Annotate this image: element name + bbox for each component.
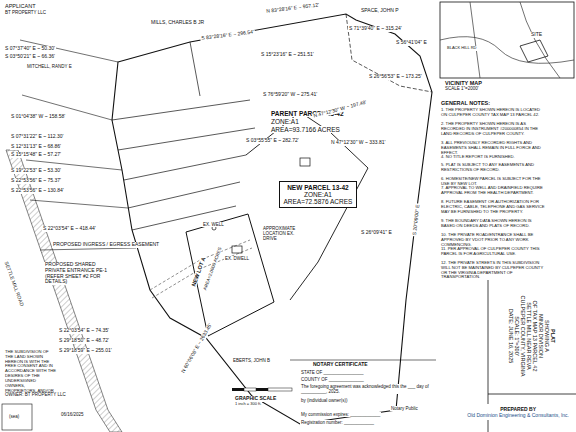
- plat-label: AREA=93.7166 ACRES: [270, 126, 341, 133]
- plat-label: S 15°15'48" E ~ 57.27': [10, 152, 62, 158]
- plat-label: 2. THE PROPERTY SHOWN HEREON IS AS RECOR…: [440, 122, 546, 136]
- plat-label: S 15°23'16" E ~ 251.51': [260, 52, 315, 58]
- plat-label: NOTARY CERTIFICATE: [312, 362, 369, 368]
- plat-text: OF TAX MAP 13 PARCEL 42: [532, 296, 538, 377]
- plat-label: BLACK HILL RD: [446, 46, 477, 51]
- plat-label: 4. NO TITLE REPORT IS FURNISHED.: [440, 155, 546, 160]
- plat-label: S 22°53'56" E ~ 75.37': [10, 178, 62, 184]
- plat-label: 12. THE PRIVATE STREETS IN THIS SUBDIVIS…: [440, 261, 546, 280]
- plat-text: ZONE:A1: [284, 191, 353, 198]
- plat-text: MINOR DIVISION: [538, 296, 544, 377]
- plat-label: APPLICANT: [4, 3, 37, 9]
- plat-label: S 20°09'00" E: [412, 203, 421, 236]
- plat-label: EX. DWELL: [224, 256, 250, 261]
- plat-label: S 22°03'54" E ~ 418.44': [42, 226, 97, 232]
- plat-label: S 03°55'55" E ~ 282.72': [245, 138, 300, 144]
- plat-text: Old Dominion Engineering & Consultants, …: [467, 412, 569, 418]
- parcel-box: NEW PARCEL 13-42ZONE:A1AREA=72.5876 ACRE…: [279, 181, 358, 208]
- plat-label: SPACE, JOHN P: [360, 8, 400, 14]
- plat-label: SITE: [530, 32, 543, 38]
- plat-text: SHOWING A: [544, 296, 550, 377]
- plat-label: BT PROPERTY LLC: [4, 10, 47, 15]
- plat-label: PROPOSED SHARED PRIVATE ENTRANCE PE-1 (R…: [44, 262, 116, 285]
- plat-label: EX. WELL: [202, 222, 225, 227]
- plat-label: S 29°18'59" E ~ 255.01': [58, 348, 113, 354]
- plat-label: S 71°39'40" E ~ 315.24': [348, 26, 403, 32]
- plat-label: N 47°12'30" W ~ 333.81': [330, 140, 386, 146]
- plat-label: GENERAL NOTES:: [440, 100, 491, 106]
- plat-label: S 76°59'20" W ~ 275.41': [262, 92, 318, 98]
- plat-label: (sea): [8, 414, 20, 419]
- plat-label: 9. THE BOUNDARY DATA SHOWN HEREON IS BAS…: [440, 219, 546, 229]
- plat-label: S 56°41'04" E: [395, 40, 428, 46]
- plat-label: My commission expires: ____________: [300, 412, 381, 417]
- plat-label: 1. THE PROPERTY SHOWN HEREON IS LOCATED …: [440, 108, 546, 118]
- plat-label: S 07°31'22" E ~ 112.30': [10, 134, 64, 140]
- plat-label: S 22°03'54" E ~ 74.35': [58, 328, 110, 334]
- plat-label: 3. ALL PREVIOUSLY RECORDED RIGHTS AND EA…: [440, 141, 546, 155]
- plat-label: SCALE 1"=2000': [444, 86, 480, 91]
- plat-label: S 01°04'38" W ~ 158.58': [10, 114, 66, 120]
- plat-label: 8. FUTURE EASEMENT OR AUTHORIZATION FOR …: [440, 200, 546, 214]
- plat-label: OWNER: BT PROPERTY LLC: [4, 392, 67, 397]
- plat-label: 5. PLAT IS SUBJECT TO ANY EASEMENTS AND …: [440, 163, 546, 173]
- plat-text: PREPARED BY: [467, 406, 569, 412]
- plat-label: Registration number: ____________: [300, 420, 375, 425]
- plat-label: S 19°22'53" E ~ 53.30': [10, 168, 62, 174]
- plat-label: EBERTS, JOHN B: [232, 358, 271, 363]
- plat-label: N 83°28'16" E ~ 957.12': [265, 2, 320, 14]
- plat-text: CULPEPER COUNTY, VIRGINIA: [520, 296, 526, 377]
- plat-label: GRAPHIC SCALE: [234, 396, 277, 402]
- plat-label: S 12°31'13" E ~ 68.86': [10, 144, 62, 150]
- plat-label: ZONE:A1: [270, 118, 300, 125]
- plat-label: S 29°18'50" E ~ 48.72': [58, 338, 110, 344]
- plat-label: S 07°37'40" E ~ 50.30': [4, 46, 56, 52]
- plat-label: PROPOSED INGRESS / EGRESS EASEMENT: [52, 242, 160, 248]
- plat-label: 11. PER APPROVAL OF CULPEPER COUNTY THIS…: [440, 247, 546, 257]
- title-block: PLATSHOWING AMINOR DIVISIONOF TAX MAP 13…: [506, 292, 558, 381]
- plat-label: COUNTY OF ______________: [300, 377, 365, 382]
- plat-label: S 83°28'16" E ~ 296.54': [200, 29, 255, 41]
- firm-box: PREPARED BYOld Dominion Engineering & Co…: [463, 404, 573, 420]
- plat-text: SETTLE MILL NEAR REVA: [526, 296, 532, 377]
- plat-label: 1 inch = 300 ft.: [234, 402, 262, 407]
- plat-label: N 60°06'08" E ~ 2633.45': [180, 322, 214, 375]
- plat-text: AREA=72.5876 ACRES: [284, 198, 353, 205]
- plat-label: Notary Public: [390, 406, 419, 411]
- plat-label: 7. APPROVAL TO WELL AND DRAINFIELD REQUI…: [440, 186, 546, 196]
- plat-text: NEW PARCEL 13-42: [284, 184, 353, 191]
- plat-label: S 26°56'53" E ~ 173.25': [368, 74, 423, 80]
- plat-label: AREA=2.0000 ACRES: [202, 246, 223, 292]
- plat-text: PLAT: [550, 296, 556, 377]
- plat-label: MITCHELL, RANDY E: [26, 64, 73, 69]
- plat-text: DATE: JUNE 16, 2025: [508, 296, 514, 377]
- plat-label: APPROXIMATE LOCATION EX. DRIVE: [262, 226, 308, 242]
- plat-label: S 22°53'56" E ~ 130.84': [10, 188, 65, 194]
- plat-label: MILLS, CHARLES B JR: [150, 20, 205, 26]
- plat-label: 10. THE PRIVATE ROAD/ENTRANCE SHALL BE A…: [440, 233, 546, 247]
- plat-label: SETTLE MILL ROAD: [3, 260, 25, 308]
- plat-label: S 03°50'21" E ~ 66.36': [4, 54, 56, 60]
- plat-label: The foregoing agreement was acknowledged…: [300, 384, 432, 394]
- plat-label: by (individual owner(s)): [300, 398, 349, 403]
- plat-label: S 26°09'41" E: [360, 230, 393, 236]
- plat-label: STATE OF ________________: [300, 370, 365, 375]
- plat-label: 06/16/2025: [60, 412, 85, 417]
- plat-text: SCALE: 1"=300': [514, 296, 520, 377]
